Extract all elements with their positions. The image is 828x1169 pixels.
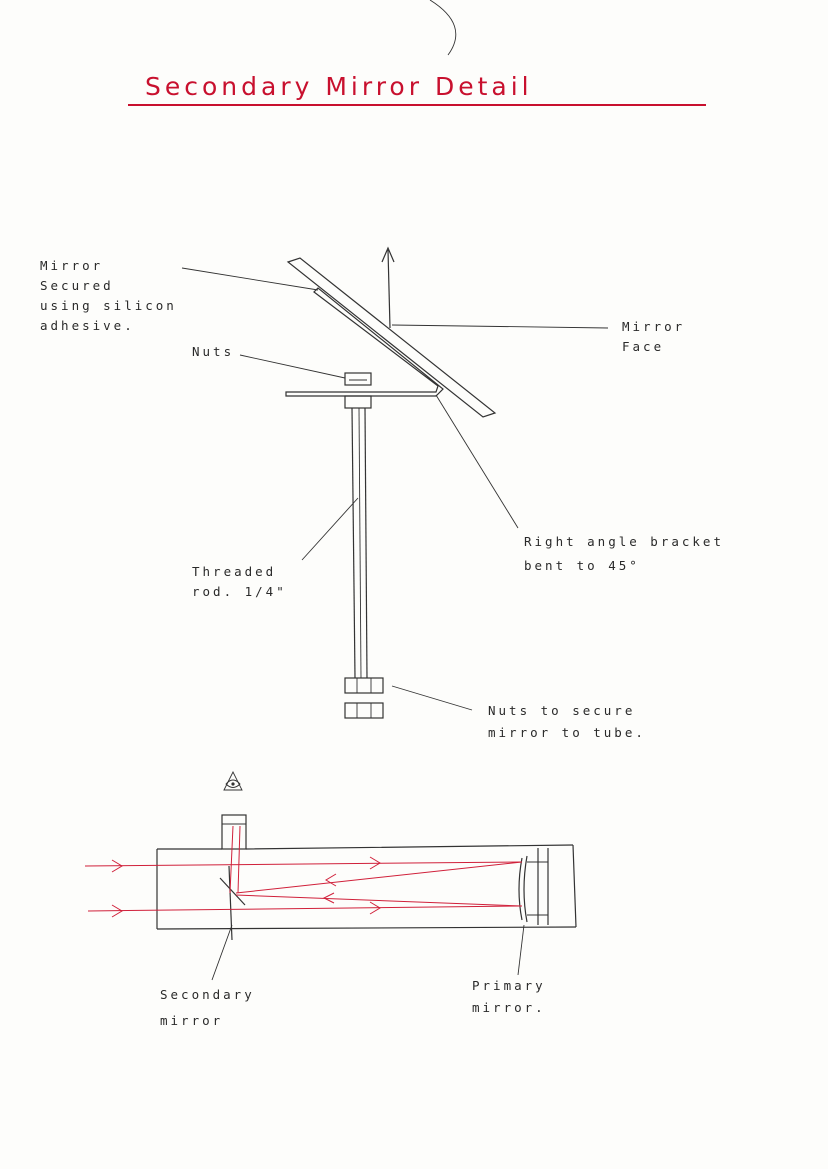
leader-threaded-rod [301,497,359,561]
label-right-angle-bracket: Right angle bracket bent to 45° [524,530,724,578]
label-primary-mirror: Primary mirror. [472,975,546,1019]
label-line: Right angle bracket [524,534,724,549]
threaded-rod-center [358,407,362,679]
label-mirror-face: Mirror Face [622,317,685,357]
arrow-head [381,246,395,263]
bottom-nut-upper [344,677,384,694]
label-mirror-secured: Mirror Secured using silicon adhesive. [40,256,177,336]
leader-mirror-secured [181,267,319,291]
leader-mirror-face [391,324,609,329]
label-line: Threaded [192,564,277,579]
label-line: mirror. [472,1000,546,1015]
bottom-nut-lower [344,702,384,719]
label-line: adhesive. [40,318,135,333]
label-line: mirror to tube. [488,725,646,740]
label-secondary-mirror: Secondary mirror [160,982,255,1034]
label-line: Secondary [160,987,255,1002]
label-line: Nuts to secure [488,703,636,718]
title-underline [128,104,706,106]
label-line: Primary [472,978,546,993]
leader-secondary-mirror [211,924,233,981]
label-nuts: Nuts [192,344,235,359]
mirror-face-arrow [387,249,391,329]
label-nuts-secure: Nuts to secure mirror to tube. [488,700,646,744]
eye-icon [223,770,243,791]
top-nut-lower [344,395,372,409]
tube-bottom-wall [156,926,577,930]
leader-bracket [435,394,519,529]
leader-nuts-secure [391,685,473,711]
primary-mirror-shape [518,848,549,925]
eyepiece-tube [221,814,247,850]
label-line: Secured [40,278,114,293]
label-line: using silicon [40,298,177,313]
page-fold-mark [429,0,457,56]
leader-nuts [239,354,346,379]
label-line: rod. 1/4" [192,584,287,599]
tube-back-edge [572,844,577,928]
label-line: Face [622,339,665,354]
label-line: bent to 45° [524,558,640,573]
label-threaded-rod: Threaded rod. 1/4" [192,562,287,602]
label-line: mirror [160,1013,224,1028]
light-ray-paths [84,825,523,918]
right-angle-bracket [285,287,444,397]
page-title: Secondary Mirror Detail [145,72,533,101]
label-line: Mirror [40,258,104,273]
tube-top-wall [157,844,574,850]
threaded-rod-left [351,407,356,679]
label-line: Mirror [622,319,686,334]
top-nut-upper [344,372,372,386]
secondary-mirror-plate [286,257,497,418]
threaded-rod-right [364,407,368,679]
leader-primary-mirror [517,924,525,976]
